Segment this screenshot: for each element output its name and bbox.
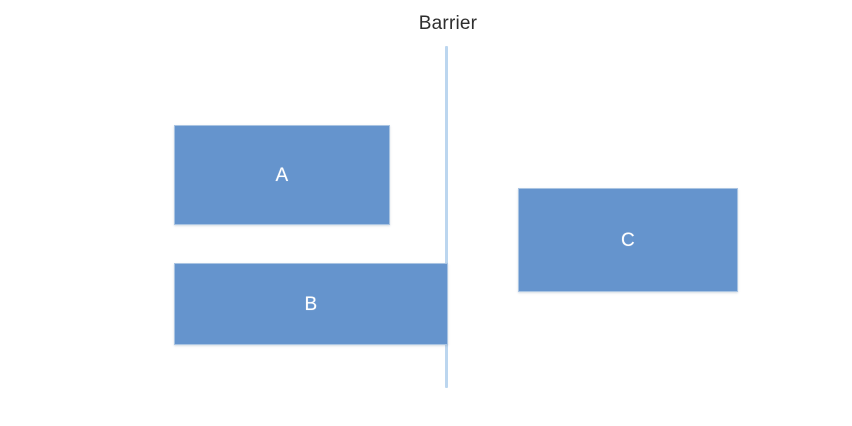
rectangle-b-label: B bbox=[304, 293, 318, 315]
barrier-line bbox=[445, 46, 448, 388]
rectangle-a[interactable]: A bbox=[174, 125, 390, 225]
rectangle-c[interactable]: C bbox=[518, 188, 738, 292]
barrier-label: Barrier bbox=[418, 13, 478, 34]
rectangle-c-label: C bbox=[620, 229, 636, 251]
rectangle-b[interactable]: B bbox=[174, 263, 448, 345]
rectangle-a-label: A bbox=[275, 164, 289, 186]
